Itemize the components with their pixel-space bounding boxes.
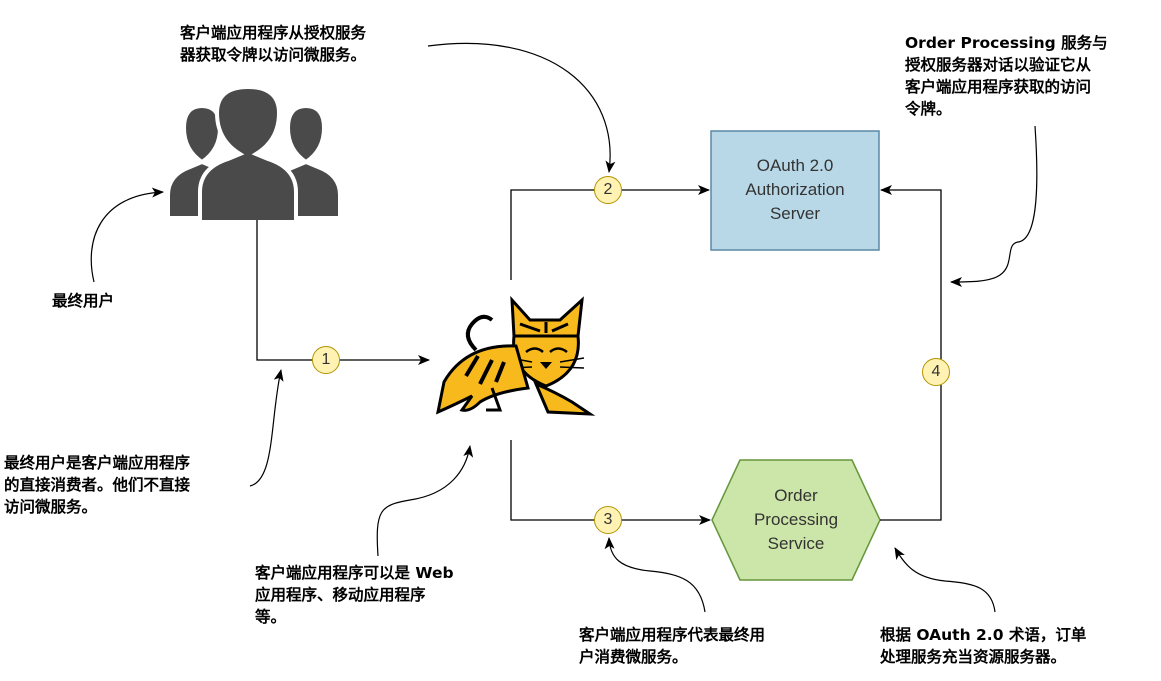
annotation-curve-token <box>427 42 616 173</box>
annotation-end-user: 最终用户 <box>52 292 115 310</box>
annotation-curve-resource <box>894 547 996 613</box>
step-badge-3: 3 <box>594 506 622 534</box>
annotation-curve-end-user <box>90 187 164 283</box>
flow-1-connector <box>256 220 430 365</box>
annotation-resource-server: 根据 OAuth 2.0 术语，订单 处理服务充当资源服务器。 <box>880 626 1087 666</box>
flow-2-connector <box>510 185 710 280</box>
step-badge-1: 1 <box>312 346 340 374</box>
step-badge-4: 4 <box>922 358 950 386</box>
flow-4-connector <box>880 185 942 521</box>
annotation-curve-consumer <box>249 369 284 487</box>
annotation-curve-validate <box>950 125 1038 287</box>
oauth-authorization-server-box <box>710 130 880 251</box>
annotation-client-types: 客户端应用程序可以是 Web 应用程序、移动应用程序 等。 <box>255 564 454 626</box>
annotation-end-user-consumer: 最终用户是客户端应用程序 的直接消费者。他们不直接 访问微服务。 <box>4 454 191 516</box>
oauth-server-label: OAuth 2.0 Authorization Server <box>745 156 845 223</box>
annotation-curve-client-types <box>376 445 474 557</box>
annotation-client-represents: 客户端应用程序代表最终用 户消费微服务。 <box>579 626 766 666</box>
annotation-order-validates: Order Processing 服务与 授权服务器对话以验证它从 客户端应用程… <box>905 34 1108 118</box>
order-service-label: Order Processing Service <box>753 486 839 553</box>
tomcat-client-app-icon <box>435 295 596 416</box>
annotation-client-gets-token: 客户端应用程序从授权服务 器获取令牌以访问微服务。 <box>180 24 367 64</box>
step-badge-2: 2 <box>594 176 622 204</box>
annotation-curve-represents <box>604 537 706 613</box>
flow-3-connector <box>510 440 711 525</box>
end-users-icon <box>166 84 342 224</box>
